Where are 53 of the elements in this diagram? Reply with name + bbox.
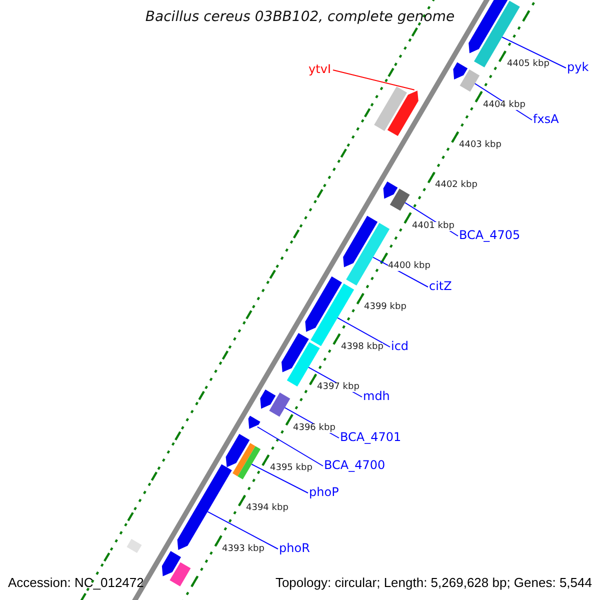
gene-label: pyk [567,61,589,73]
tick-label: 4398 kbp [341,343,384,352]
gene-block [390,188,410,211]
leader-line [502,36,566,68]
gene-label: phoP [309,486,339,498]
leader-line [256,426,324,466]
gene-feature [226,434,250,468]
gene-feature [162,551,181,576]
gene-block [460,69,480,92]
leader-line [251,464,308,494]
tick-label: 4405 kbp [507,60,550,69]
tick-label: 4404 kbp [483,101,526,110]
genome-info-text: Topology: circular; Length: 5,269,628 bp; Genes: 5,544 [275,576,592,589]
title: Bacillus cereus 03BB102, complete genome [145,10,455,24]
tick-label: 4394 kbp [246,504,288,513]
gene-block [346,222,390,286]
tick-label: 4401 kbp [412,222,454,231]
gene-label: mdh [363,390,390,402]
gene-block [374,86,407,131]
gene-feature [248,416,260,429]
gene-feature [468,0,508,54]
gene-label: citZ [429,280,452,292]
gene-block [269,392,290,417]
gene-block [238,446,261,480]
tick-label: 4402 kbp [435,181,478,190]
gene-label: fxsA [533,113,559,125]
leader-line [337,317,390,348]
gene-feature [260,390,276,409]
gene-block [170,562,191,586]
tick-label: 4400 kbp [388,262,430,271]
gene-feature [305,276,342,332]
tick-label: 4399 kbp [364,303,406,312]
gene-feature [383,182,398,199]
gene-label: phoR [279,542,310,554]
gene-label: BCA_4701 [340,431,402,443]
gene-feature [282,333,309,372]
tick-label: 4397 kbp [317,383,360,392]
tick-label: 4396 kbp [293,424,336,433]
gene-label: BCA_4705 [459,229,520,241]
gene-label: icd [391,340,409,352]
leader-line [207,511,278,550]
tick-label: 4395 kbp [270,464,312,473]
gene-block [126,538,142,553]
tick-label: 4393 kbp [222,545,264,554]
gene-feature [343,216,378,268]
gene-label: BCA_4700 [324,459,386,471]
gene-block [232,443,256,476]
leader-line [332,70,415,90]
tick-label: 4403 kbp [459,141,502,150]
gene-feature [387,90,418,136]
gene-label: ytvI [308,63,331,75]
gene-feature [453,62,468,80]
accession-text: Accession: NC_012472 [8,576,144,589]
